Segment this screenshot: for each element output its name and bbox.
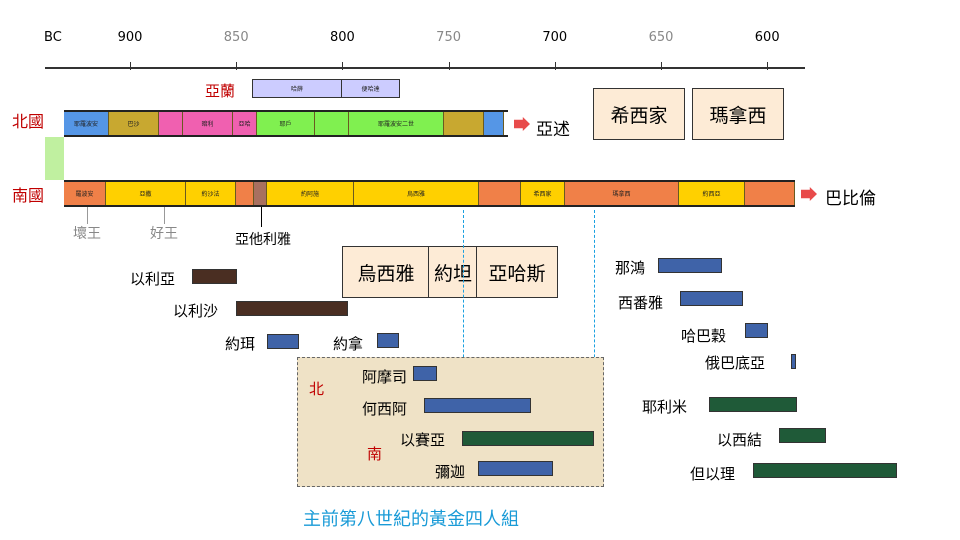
prophet-bar [753,463,897,478]
prophet-label: 何西阿 [362,400,408,418]
king-segment: 約沙法 [186,182,236,205]
axis-tick-label: 600 [754,30,780,45]
king-segment: 耶羅波安二世 [349,112,444,135]
prophet-bar [779,428,826,443]
prophet-bar [267,334,299,349]
prophet-label: 約拿 [333,335,364,353]
prophet-label: 以利沙 [173,302,219,320]
south-label: 南國 [12,186,45,205]
king-segment: 羅波安 [64,182,106,205]
south-kingdom-bar: 羅波安 亞撒 約沙法 約阿施 烏西雅 希西家 瑪拿西 約西亞 [64,180,795,207]
prophet-label: 西番雅 [618,294,664,312]
axis-tick-mark [767,62,769,70]
king-segment: 約阿施 [267,182,354,205]
king-segment: 希西家 [521,182,565,205]
king-segment [484,112,504,135]
prophet-bar [462,431,594,446]
callout-manasseh: 瑪拿西 [692,88,784,140]
prophet-bar [791,354,796,369]
prophet-label: 以利亞 [130,270,176,288]
axis-tick-mark [661,62,662,70]
athaliah-segment [254,182,267,205]
axis-tick-mark [554,62,556,70]
axis-tick-mark [342,62,344,70]
north-kingdom-bar: 耶羅波安 巴沙 暗利 亞哈 耶戶 耶羅波安二世 [64,110,508,137]
isaiah-link-line [463,210,464,432]
golden-four-caption: 主前第八世紀的黃金四人組 [303,509,519,530]
prophet-label: 那鴻 [615,259,646,277]
prophet-label: 耶利米 [642,398,688,416]
prophet-bar [745,323,768,338]
aram-king: 便哈達 [342,79,400,98]
king-segment [236,182,254,205]
prophet-bar [658,258,722,273]
isaiah-link-line [594,210,595,432]
king-segment [745,182,795,205]
bad-king-label: 壞王 [73,226,101,242]
marker-arrow-icon [164,207,165,224]
axis-tick-mark [130,62,131,70]
aram-king: 哈薛 [252,79,342,98]
axis-tick-label: 900 [117,30,143,45]
prophet-bar [709,397,797,412]
north-label: 北國 [12,112,45,131]
prophet-label: 約珥 [225,335,256,353]
south-end-babylon: 巴比倫 [825,189,876,209]
axis-tick-mark [448,62,450,70]
king-segment: 亞哈 [233,112,257,135]
prophet-bar [236,301,348,316]
prophet-label: 哈巴穀 [681,327,727,345]
prophet-bar [377,333,399,348]
king-segment: 約西亞 [679,182,745,205]
north-group-label: 北 [309,380,325,398]
prophet-bar [413,366,437,381]
callout-jotham: 約坦 [428,246,478,298]
time-axis [45,67,805,69]
prophet-label: 以西結 [717,431,763,449]
prophet-bar [192,269,237,284]
axis-tick-mark [236,62,238,70]
king-segment: 耶羅波安 [64,112,109,135]
axis-tick-label: 750 [436,30,462,45]
arrow-right-icon [514,117,530,131]
marker-arrow-icon [261,207,262,227]
king-segment: 烏西雅 [354,182,479,205]
good-king-label: 好王 [150,226,178,242]
athaliah-label: 亞他利雅 [235,232,291,248]
prophet-label: 阿摩司 [362,368,408,386]
axis-tick-label: 800 [329,30,355,45]
axis-tick-label: 650 [648,30,674,45]
south-group-label: 南 [367,445,383,463]
north-end-assyria: 亞述 [536,120,570,140]
aram-label: 亞蘭 [205,82,236,100]
king-segment [159,112,183,135]
king-segment: 亞撒 [106,182,186,205]
axis-tick-label: 850 [223,30,249,45]
king-segment [479,182,521,205]
axis-bc-label: BC [44,30,62,45]
king-segment: 瑪拿西 [565,182,679,205]
united-kingdom-block [45,137,64,180]
prophet-label: 彌迦 [435,463,466,481]
marker-arrow-icon [87,207,88,224]
prophet-bar [680,291,743,306]
prophet-label: 以賽亞 [400,431,446,449]
prophet-bar [478,461,553,476]
king-segment [315,112,349,135]
king-segment: 暗利 [183,112,233,135]
callout-uzziah: 烏西雅 [342,246,430,298]
prophet-label: 俄巴底亞 [705,354,766,372]
arrow-right-icon [801,187,817,201]
axis-tick-label: 700 [542,30,568,45]
callout-hezekiah: 希西家 [593,88,685,140]
king-segment [444,112,484,135]
king-segment: 耶戶 [257,112,315,135]
king-segment: 巴沙 [109,112,159,135]
prophet-bar [424,398,531,413]
callout-ahaz: 亞哈斯 [476,246,558,298]
prophet-label: 但以理 [690,465,736,483]
